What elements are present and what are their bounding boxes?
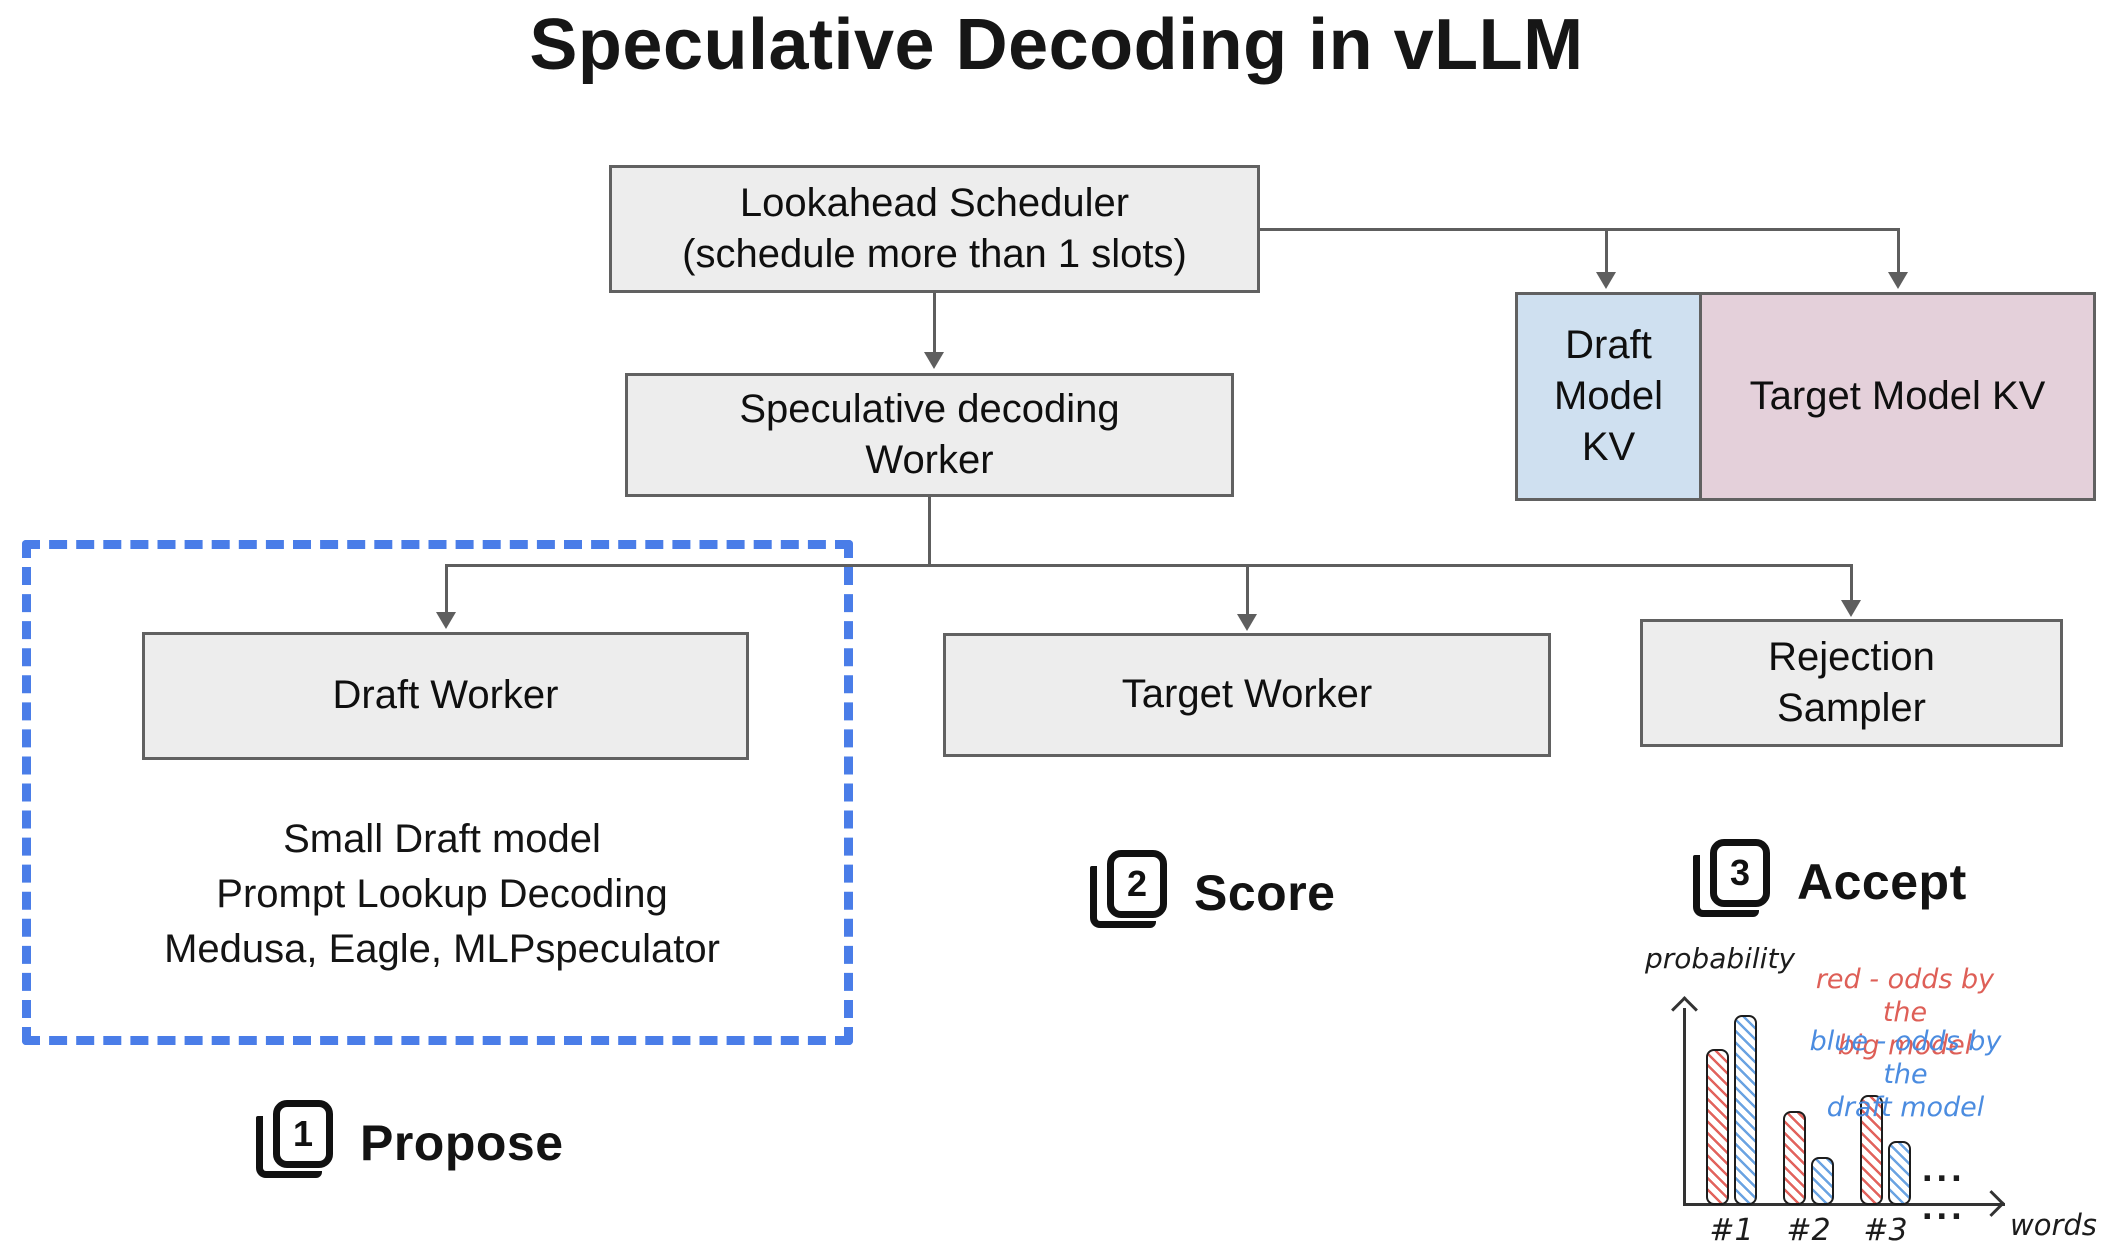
stacked-page-1-icon: 1: [256, 1100, 336, 1186]
step-number-badge: 2: [1107, 850, 1167, 918]
legend-red-line1: red - odds by the: [1815, 964, 1995, 1028]
rejection-sampler-line1: Rejection: [1768, 634, 1935, 679]
legend-red-line2: big model: [1837, 1029, 1973, 1061]
chart-bars: #1 #2 #3: [1706, 1005, 1911, 1247]
draft-methods-text: Small Draft model Prompt Lookup Decoding…: [62, 812, 822, 978]
x-axis-arrow-icon: [1978, 1190, 2005, 1217]
legend-blue-line2: draft model: [1826, 1091, 1985, 1123]
connector-down-rejection-sampler: [1850, 564, 1853, 601]
lookahead-line2: (schedule more than 1 slots): [682, 232, 1187, 276]
step-propose-label: Propose: [360, 1115, 564, 1171]
chart-legend-blue: blue - odds by the draft model: [1788, 1026, 2023, 1125]
arrowhead-target-worker: [1237, 614, 1257, 631]
arrowhead-draft-worker: [436, 612, 456, 629]
bar-group: #2: [1783, 1005, 1834, 1247]
stacked-page-3-icon: 3: [1693, 839, 1773, 925]
stacked-page-back-icon: [1090, 866, 1156, 928]
node-draft-model-kv: Draft Model KV: [1515, 292, 1702, 501]
rejection-sampler-line2: Sampler: [1777, 686, 1926, 730]
arrowhead-rejection-sampler: [1841, 600, 1861, 617]
bar-blue-1: [1734, 1015, 1757, 1205]
branch-line: [445, 564, 1853, 567]
chart-ellipsis-upper: ...: [1922, 1148, 1966, 1190]
bar-blue-3: [1888, 1141, 1911, 1205]
arrowhead-draft-kv: [1596, 272, 1616, 289]
chart-ylabel: probability: [1645, 942, 1796, 975]
bar-category-label: #1: [1709, 1213, 1754, 1247]
connector-down-draft-worker: [445, 564, 448, 613]
lookahead-line1: Lookahead Scheduler: [739, 180, 1130, 225]
node-lookahead-scheduler: Lookahead Scheduler (schedule more than …: [609, 165, 1260, 293]
target-kv-label: Target Model KV: [1749, 373, 2046, 418]
bar-category-label: #3: [1863, 1213, 1908, 1247]
bar-red-2: [1783, 1111, 1806, 1205]
chart-legend-red: red - odds by the big model: [1795, 964, 2015, 1063]
stacked-page-back-icon: [1693, 855, 1759, 917]
draft-methods-line3: Medusa, Eagle, MLPspeculator: [164, 927, 720, 972]
legend-blue-line1: blue - odds by the: [1809, 1026, 2002, 1090]
step-accept: 3 Accept: [1693, 839, 1967, 925]
stacked-page-back-icon: [256, 1116, 322, 1178]
connector-worker-to-branch: [928, 495, 931, 567]
bar-red-1: [1706, 1049, 1729, 1205]
step-score-label: Score: [1194, 865, 1336, 921]
chart-x-axis: [1683, 1203, 2005, 1206]
draft-kv-label: Draft Model KV: [1554, 322, 1663, 470]
connector-scheduler-to-worker: [933, 291, 936, 354]
propose-dashed-region: [22, 540, 853, 1045]
bar-category-label: #2: [1786, 1213, 1831, 1247]
step-number-badge: 1: [273, 1100, 333, 1168]
draft-methods-line2: Prompt Lookup Decoding: [216, 872, 668, 917]
node-rejection-sampler: Rejection Sampler: [1640, 619, 2063, 747]
node-speculative-decoding-worker: Speculative decoding Worker: [625, 373, 1234, 497]
chart-y-axis: [1683, 1008, 1686, 1206]
target-worker-label: Target Worker: [1121, 672, 1373, 717]
node-target-model-kv: Target Model KV: [1699, 292, 2096, 501]
step-number-badge: 3: [1710, 839, 1770, 907]
chart-ellipsis-lower: ...: [1922, 1186, 1966, 1228]
connector-down-target-kv: [1897, 228, 1900, 274]
connector-down-target-worker: [1246, 564, 1249, 615]
draft-methods-line1: Small Draft model: [283, 817, 601, 861]
step-score: 2 Score: [1090, 850, 1335, 936]
chart-xlabel: words: [2010, 1208, 2097, 1242]
bar-group: #3: [1860, 1005, 1911, 1247]
spec-worker-line1: Speculative decoding: [739, 386, 1120, 431]
y-axis-arrow-icon: [1671, 996, 1698, 1023]
node-target-worker: Target Worker: [943, 633, 1551, 757]
step-propose: 1 Propose: [256, 1100, 564, 1186]
arrowhead-spec-worker: [924, 352, 944, 369]
connector-down-draft-kv: [1605, 228, 1608, 274]
spec-worker-line2: Worker: [865, 438, 994, 482]
bar-group: #1: [1706, 1005, 1757, 1247]
bar-red-3: [1860, 1095, 1883, 1205]
node-draft-worker: Draft Worker: [142, 632, 749, 760]
connector-scheduler-to-kv: [1258, 228, 1900, 231]
step-accept-label: Accept: [1797, 854, 1967, 910]
page-title: Speculative Decoding in vLLM: [529, 5, 1584, 85]
stacked-page-2-icon: 2: [1090, 850, 1170, 936]
draft-worker-label: Draft Worker: [332, 673, 559, 718]
bar-blue-2: [1811, 1157, 1834, 1205]
arrowhead-target-kv: [1888, 272, 1908, 289]
